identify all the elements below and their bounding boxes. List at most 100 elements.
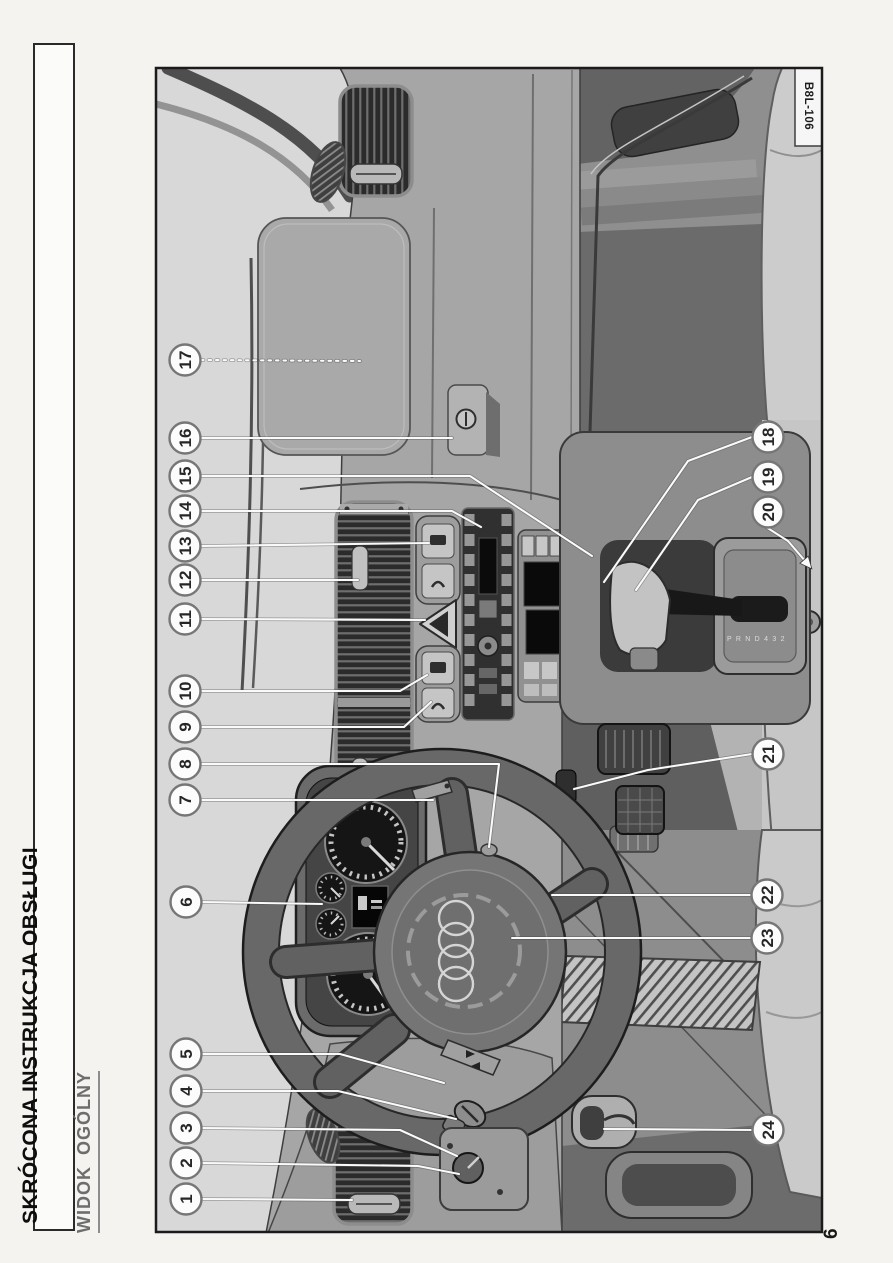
callout-6: 6 bbox=[169, 885, 203, 919]
leader-line-21 bbox=[572, 752, 754, 791]
light-switch bbox=[439, 1127, 529, 1211]
callout-22: 22 bbox=[750, 878, 784, 912]
leader-line-1 bbox=[200, 1197, 354, 1202]
callout-4: 4 bbox=[169, 1074, 203, 1108]
callout-10: 10 bbox=[168, 674, 202, 708]
figure-code-label: B8L-106 bbox=[794, 68, 822, 147]
svg-text:18: 18 bbox=[759, 428, 778, 447]
svg-text:3: 3 bbox=[177, 1123, 196, 1132]
gear-selector-gate: P R N D 4 3 2 bbox=[713, 537, 807, 675]
windshield bbox=[156, 68, 432, 1232]
svg-text:22: 22 bbox=[758, 886, 777, 905]
button-pod-lower bbox=[415, 645, 461, 723]
svg-text:16: 16 bbox=[176, 429, 195, 448]
gear-lever bbox=[658, 588, 742, 616]
center-console: P R N D 4 3 2 bbox=[559, 431, 811, 725]
leader-line-3 bbox=[200, 1126, 459, 1158]
svg-text:20: 20 bbox=[759, 503, 778, 522]
gear-knob bbox=[609, 560, 672, 657]
wiper-stalk bbox=[411, 779, 453, 803]
svg-text:15: 15 bbox=[176, 467, 195, 486]
footwell bbox=[555, 723, 671, 835]
callout-1: 1 bbox=[169, 1182, 203, 1216]
callout-2: 2 bbox=[169, 1146, 203, 1180]
svg-text:8: 8 bbox=[176, 759, 195, 768]
callout-5: 5 bbox=[169, 1037, 203, 1071]
hazard-warning-button bbox=[419, 599, 457, 649]
leader-line-15 bbox=[199, 474, 594, 558]
leader-line-8 bbox=[199, 762, 501, 849]
callout-3: 3 bbox=[169, 1111, 203, 1145]
callout-8: 8 bbox=[168, 747, 202, 781]
wiper-blade bbox=[240, 257, 254, 693]
callout-19: 19 bbox=[751, 460, 785, 494]
svg-text:17: 17 bbox=[176, 351, 195, 370]
leader-line-17 bbox=[199, 358, 362, 363]
leader-lines bbox=[199, 358, 813, 1202]
callout-15: 15 bbox=[168, 459, 202, 493]
leader-line-24 bbox=[602, 1127, 754, 1132]
side-air-vent-passenger bbox=[338, 84, 414, 198]
leader-line-20 bbox=[764, 525, 813, 570]
svg-text:9: 9 bbox=[176, 722, 195, 731]
callout-18: 18 bbox=[751, 420, 785, 454]
svg-text:11: 11 bbox=[176, 610, 195, 628]
svg-text:13: 13 bbox=[176, 537, 195, 556]
leader-line-2 bbox=[200, 1161, 461, 1176]
leader-line-4 bbox=[200, 1089, 458, 1121]
figure-code: B8L-106 bbox=[802, 82, 814, 130]
glovebox bbox=[257, 217, 411, 456]
window-defroster-vent bbox=[305, 1108, 341, 1164]
callout-16: 16 bbox=[168, 421, 202, 455]
callout-11: 11 bbox=[168, 602, 202, 636]
speedometer bbox=[324, 800, 408, 884]
callout-14: 14 bbox=[168, 494, 202, 528]
seat-seam bbox=[769, 149, 822, 157]
svg-text:2: 2 bbox=[177, 1158, 196, 1167]
svg-text:23: 23 bbox=[758, 929, 777, 948]
callout-7: 7 bbox=[168, 783, 202, 817]
svg-text:24: 24 bbox=[759, 1120, 778, 1139]
seat-backrest bbox=[760, 68, 822, 433]
svg-text:21: 21 bbox=[759, 745, 778, 764]
leader-line-19 bbox=[634, 475, 754, 592]
turn-signal-stalk bbox=[439, 1039, 502, 1076]
svg-text:12: 12 bbox=[176, 571, 195, 590]
leader-line-10 bbox=[199, 673, 429, 693]
temp-gauge bbox=[315, 908, 347, 940]
radio-unit bbox=[461, 507, 515, 721]
leader-line-14 bbox=[199, 509, 483, 529]
glovebox-lock bbox=[447, 384, 500, 457]
callout-24: 24 bbox=[751, 1113, 785, 1147]
leader-line-6 bbox=[200, 900, 324, 906]
callout-21: 21 bbox=[751, 737, 785, 771]
callout-23: 23 bbox=[750, 921, 784, 955]
sill-scuff-plate bbox=[558, 954, 762, 1032]
leader-line-11 bbox=[199, 617, 427, 622]
audi-rings-logo bbox=[437, 899, 475, 1003]
column-controls bbox=[411, 779, 529, 1211]
trip-computer-display bbox=[351, 885, 389, 929]
callout-17: 17 bbox=[168, 343, 202, 377]
callout-12: 12 bbox=[168, 563, 202, 597]
svg-text:14: 14 bbox=[176, 501, 195, 520]
svg-text:10: 10 bbox=[176, 682, 195, 701]
leader-line-13 bbox=[199, 541, 431, 548]
button-pod-upper bbox=[415, 515, 461, 605]
leader-line-5 bbox=[200, 1052, 446, 1085]
svg-text:7: 7 bbox=[176, 795, 195, 804]
callout-13: 13 bbox=[168, 529, 202, 563]
gear-indicator: P R N D 4 3 2 bbox=[727, 636, 786, 643]
leader-line-18 bbox=[602, 435, 754, 584]
svg-text:5: 5 bbox=[177, 1049, 196, 1058]
svg-text:4: 4 bbox=[177, 1086, 196, 1096]
fuel-gauge bbox=[315, 872, 347, 904]
callout-20: 20 bbox=[751, 495, 785, 529]
leader-line-9 bbox=[199, 700, 433, 729]
svg-text:1: 1 bbox=[177, 1194, 196, 1203]
title-box: SKRÓCONA INSTRUKCJA OBSŁUGI bbox=[19, 43, 75, 1231]
window-defroster-vent bbox=[309, 141, 347, 203]
